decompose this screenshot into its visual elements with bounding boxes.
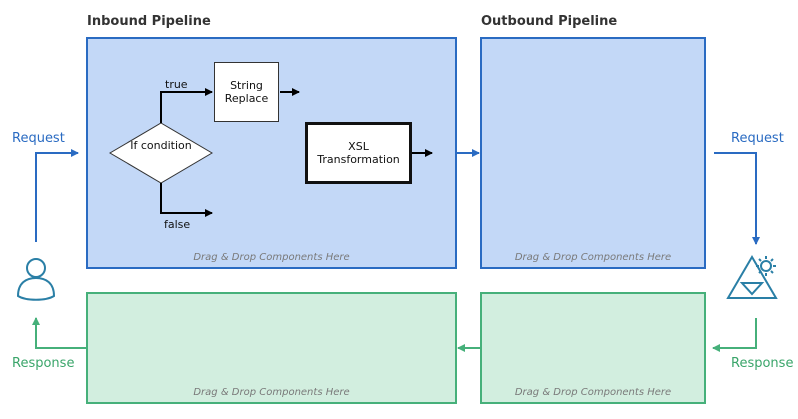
response-out-connector bbox=[32, 317, 86, 349]
xsl-transformation-label: XSL Transformation bbox=[317, 140, 400, 166]
response-in-connector bbox=[712, 318, 757, 352]
request-out-connector bbox=[714, 152, 760, 245]
outbound-request-pipeline[interactable]: Drag & Drop Components Here bbox=[480, 37, 706, 269]
false-branch-connector bbox=[160, 183, 213, 217]
drop-hint: Drag & Drop Components Here bbox=[193, 387, 350, 398]
outbound-response-pipeline[interactable]: Drag & Drop Components Here bbox=[480, 292, 706, 404]
response-label-left: Response bbox=[12, 356, 75, 371]
inbound-response-pipeline[interactable]: Drag & Drop Components Here bbox=[86, 292, 457, 404]
false-label: false bbox=[164, 218, 191, 231]
request-label-left: Request bbox=[12, 131, 65, 146]
drop-hint: Drag & Drop Components Here bbox=[193, 252, 350, 263]
true-branch-connector bbox=[160, 88, 213, 123]
request-label-right: Request bbox=[731, 131, 784, 146]
drop-hint: Drag & Drop Components Here bbox=[514, 387, 672, 398]
outbound-pipeline-title: Outbound Pipeline bbox=[481, 14, 618, 29]
string-replace-label: String Replace bbox=[224, 79, 269, 105]
xsl-transformation-component[interactable]: XSL Transformation bbox=[305, 122, 412, 184]
string-replace-component[interactable]: String Replace bbox=[214, 62, 279, 122]
service-gear-icon bbox=[726, 255, 778, 299]
request-in-connector bbox=[35, 149, 79, 242]
true-label: true bbox=[165, 78, 188, 91]
response-label-right: Response bbox=[731, 356, 794, 371]
user-icon bbox=[16, 258, 56, 301]
drop-hint: Drag & Drop Components Here bbox=[514, 252, 672, 263]
condition-diamond bbox=[109, 122, 213, 184]
inbound-pipeline-title: Inbound Pipeline bbox=[87, 14, 211, 29]
condition-label: If condition bbox=[130, 139, 192, 152]
